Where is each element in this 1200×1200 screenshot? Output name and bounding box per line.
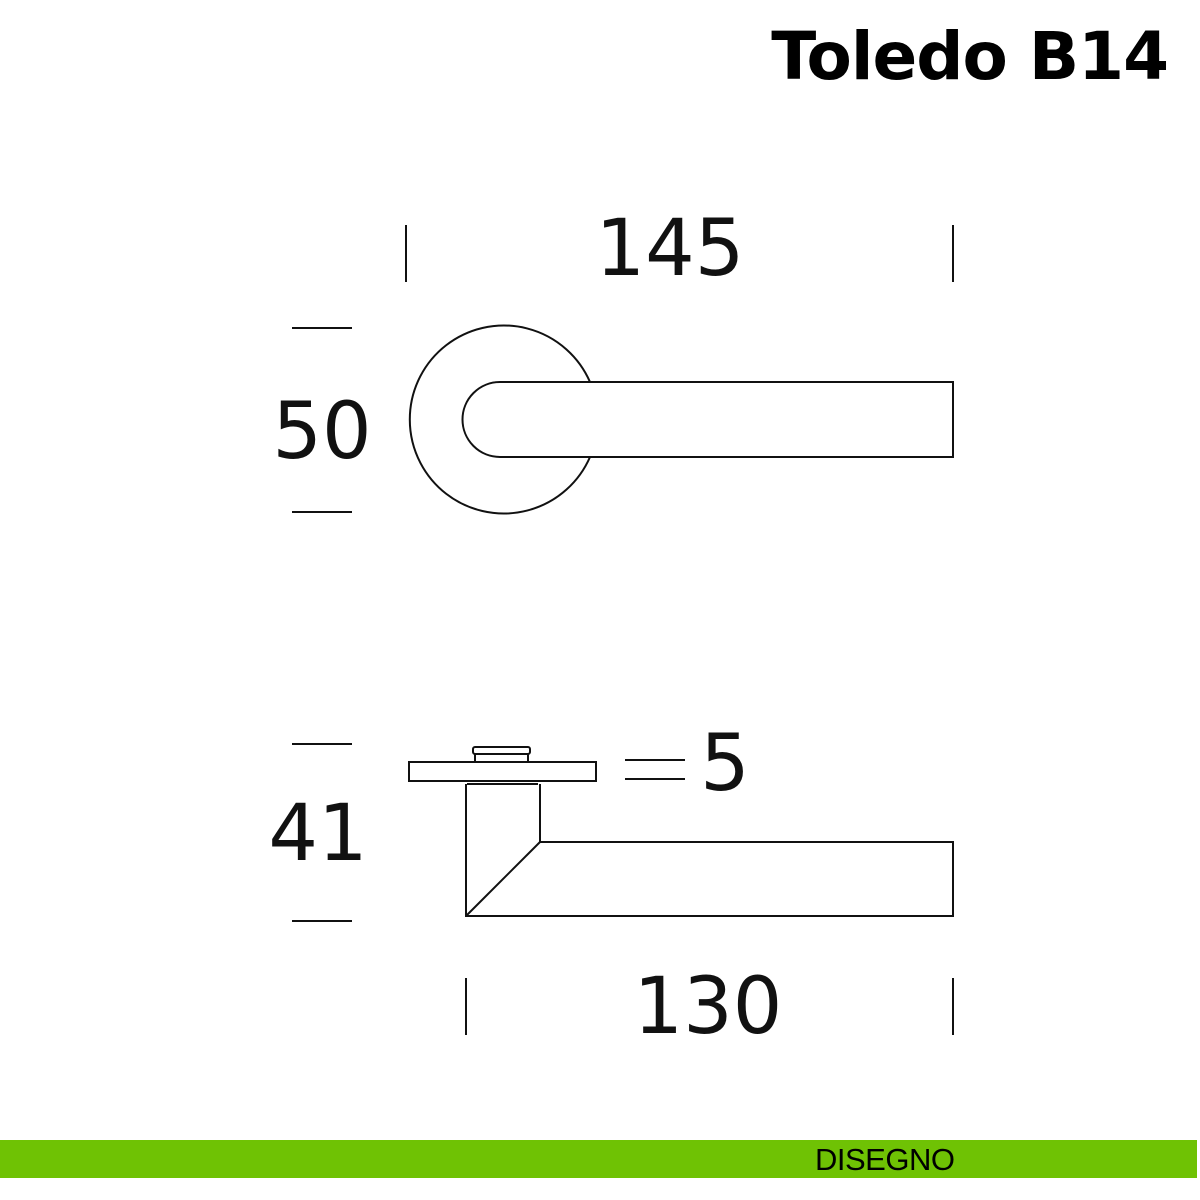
dimension-50: 50 — [272, 387, 371, 477]
rose-cap — [472, 746, 531, 755]
lever-side — [465, 784, 954, 917]
top-view: 145 50 — [272, 204, 954, 515]
dimension-145: 145 — [596, 204, 745, 294]
product-title: Toledo B14 — [771, 18, 1169, 95]
footer-label: DISEGNO — [815, 1142, 955, 1177]
rose-cap-base — [474, 753, 529, 763]
side-view: 41 5 130 — [268, 719, 954, 1052]
footer-bar: DISEGNO — [0, 1140, 1197, 1178]
dimension-130: 130 — [634, 962, 783, 1052]
dimension-5: 5 — [700, 719, 750, 809]
lever-top — [461, 381, 954, 458]
rose-plate — [408, 761, 597, 782]
dimension-41: 41 — [268, 789, 367, 879]
rose-circle — [408, 324, 591, 515]
